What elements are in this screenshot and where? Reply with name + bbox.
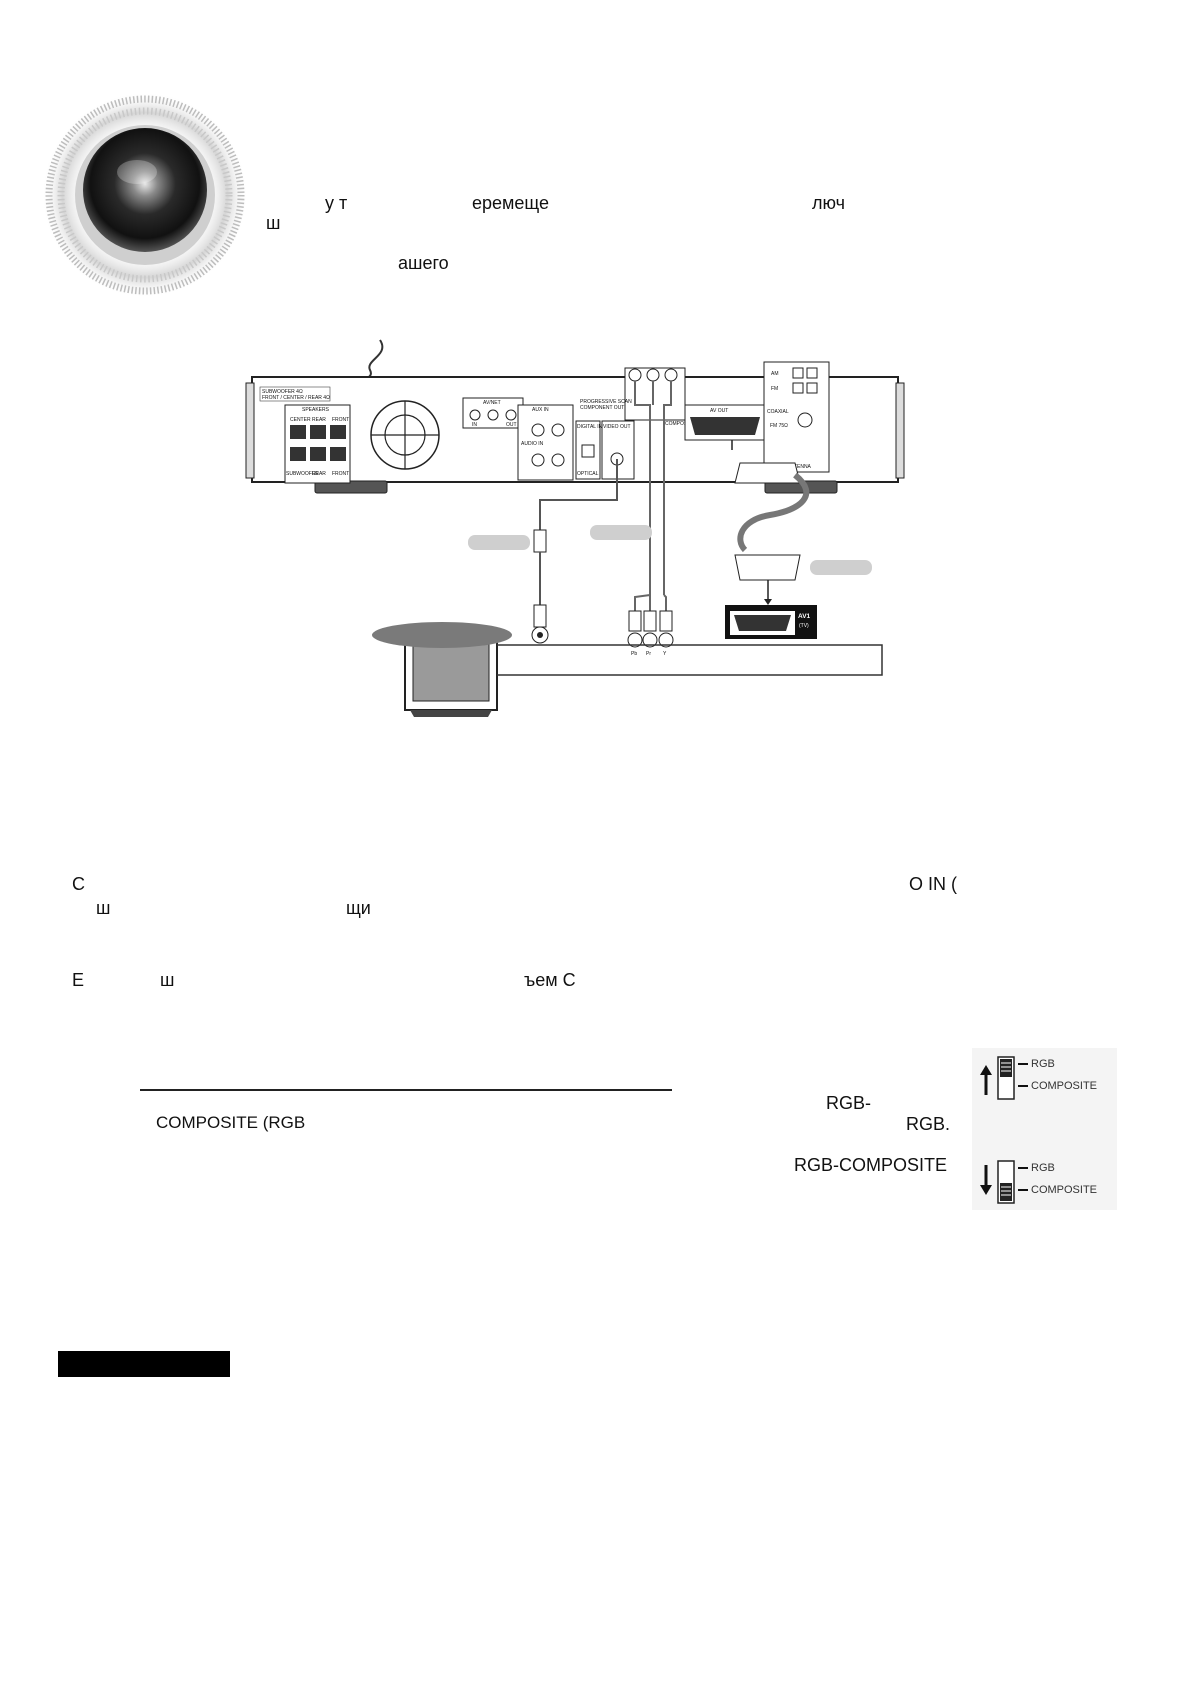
fm-label: FM [771, 386, 778, 392]
switch-panel [972, 1048, 1117, 1210]
callout-pill-3 [810, 560, 872, 575]
avnet-in-label: IN [472, 422, 477, 428]
switch-bottom-composite-label: COMPOSITE [1031, 1184, 1098, 1196]
coaxial-label: COAXIAL [767, 409, 789, 415]
pb-label: Pb [631, 651, 637, 657]
digital-in-label: DIGITAL IN [577, 424, 603, 430]
tv-top-ellipse [372, 622, 512, 648]
pr-label: Pr [646, 651, 651, 657]
rgb-switch-top [980, 1053, 1115, 1103]
subwoofer-label: SUBWOOFER [286, 471, 319, 477]
speakers-title: SPEAKERS [302, 407, 330, 413]
down-arrow-icon [980, 1165, 992, 1195]
header-fragment-1: у т [325, 193, 348, 213]
avnet-label: AV/NET [483, 400, 501, 406]
connection-diagram-svg: SUBWOOFER 4Ω FRONT / CENTER / REAR 4Ω SP… [245, 339, 905, 717]
body-fragment-2a: Е [72, 970, 85, 990]
section-divider [140, 1089, 672, 1091]
model-label-2: FRONT / CENTER / REAR 4Ω [262, 395, 330, 401]
header-fragment-2: еремеще [472, 193, 550, 213]
optical-label: OPTICAL [577, 471, 599, 477]
callout-pill-2 [590, 525, 652, 540]
composite-label: COMPOSITE [665, 421, 696, 427]
switch-top-rgb-label: RGB [1031, 1058, 1055, 1070]
rgb-switch-bottom [980, 1157, 1115, 1207]
y-label: Y [663, 651, 667, 657]
video-out-label: VIDEO OUT [603, 424, 631, 430]
body-fragment-1b: O IN ( [909, 874, 957, 894]
speaker-emblem [40, 90, 250, 300]
body-fragment-3a: COMPOSITE (RGB [156, 1113, 306, 1132]
body-fragment-2b: ш [160, 970, 175, 990]
connection-diagram: SUBWOOFER 4Ω FRONT / CENTER / REAR 4Ω SP… [240, 335, 940, 755]
rear2-label: REAR [312, 471, 326, 477]
av-out-label: AV OUT [710, 408, 728, 414]
aux-in-label: AUX IN [532, 407, 549, 413]
av1-tv-label: (TV) [799, 623, 809, 629]
header-fragment-4: ш [266, 213, 281, 233]
speaker-cone-icon [42, 92, 248, 298]
avnet-out-label: OUT [506, 422, 517, 428]
model-label-1: SUBWOOFER 4Ω [262, 389, 303, 395]
body-fragment-2c: ъем С [524, 970, 576, 990]
prog-scan-label-2: COMPONENT OUT [580, 405, 624, 411]
body-fragment-1d: щи [346, 898, 371, 918]
up-arrow-icon [980, 1065, 992, 1095]
body-fragment-1a: С [72, 874, 85, 894]
av1-label: AV1 [798, 613, 811, 620]
switch-bottom-rgb-label: RGB [1031, 1162, 1055, 1174]
header-fragment-3: люч [812, 193, 845, 213]
front-label: FRONT [332, 417, 349, 423]
header-fragment-5: ашего [398, 253, 449, 273]
switch-top-composite-label: COMPOSITE [1031, 1080, 1098, 1092]
am-label: AM [771, 371, 779, 377]
body-fragment-3b: RGB- [826, 1093, 871, 1113]
prog-scan-label-1: PROGRESSIVE SCAN [580, 399, 632, 405]
body-fragment-3d: RGB-COMPOSITE [794, 1155, 948, 1175]
audio-in-label: AUDIO IN [521, 441, 544, 447]
body-fragment-1c: ш [96, 898, 111, 918]
callout-pill-1 [468, 535, 530, 550]
body-fragment-3c: RGB. [906, 1114, 951, 1134]
front2-label: FRONT [332, 471, 349, 477]
section-header-bar [58, 1351, 230, 1377]
rear-label: REAR [312, 417, 326, 423]
antenna-label: ANTENNA [787, 464, 812, 470]
center-label: CENTER [290, 417, 311, 423]
fm75-label: FM 75Ω [770, 423, 788, 429]
